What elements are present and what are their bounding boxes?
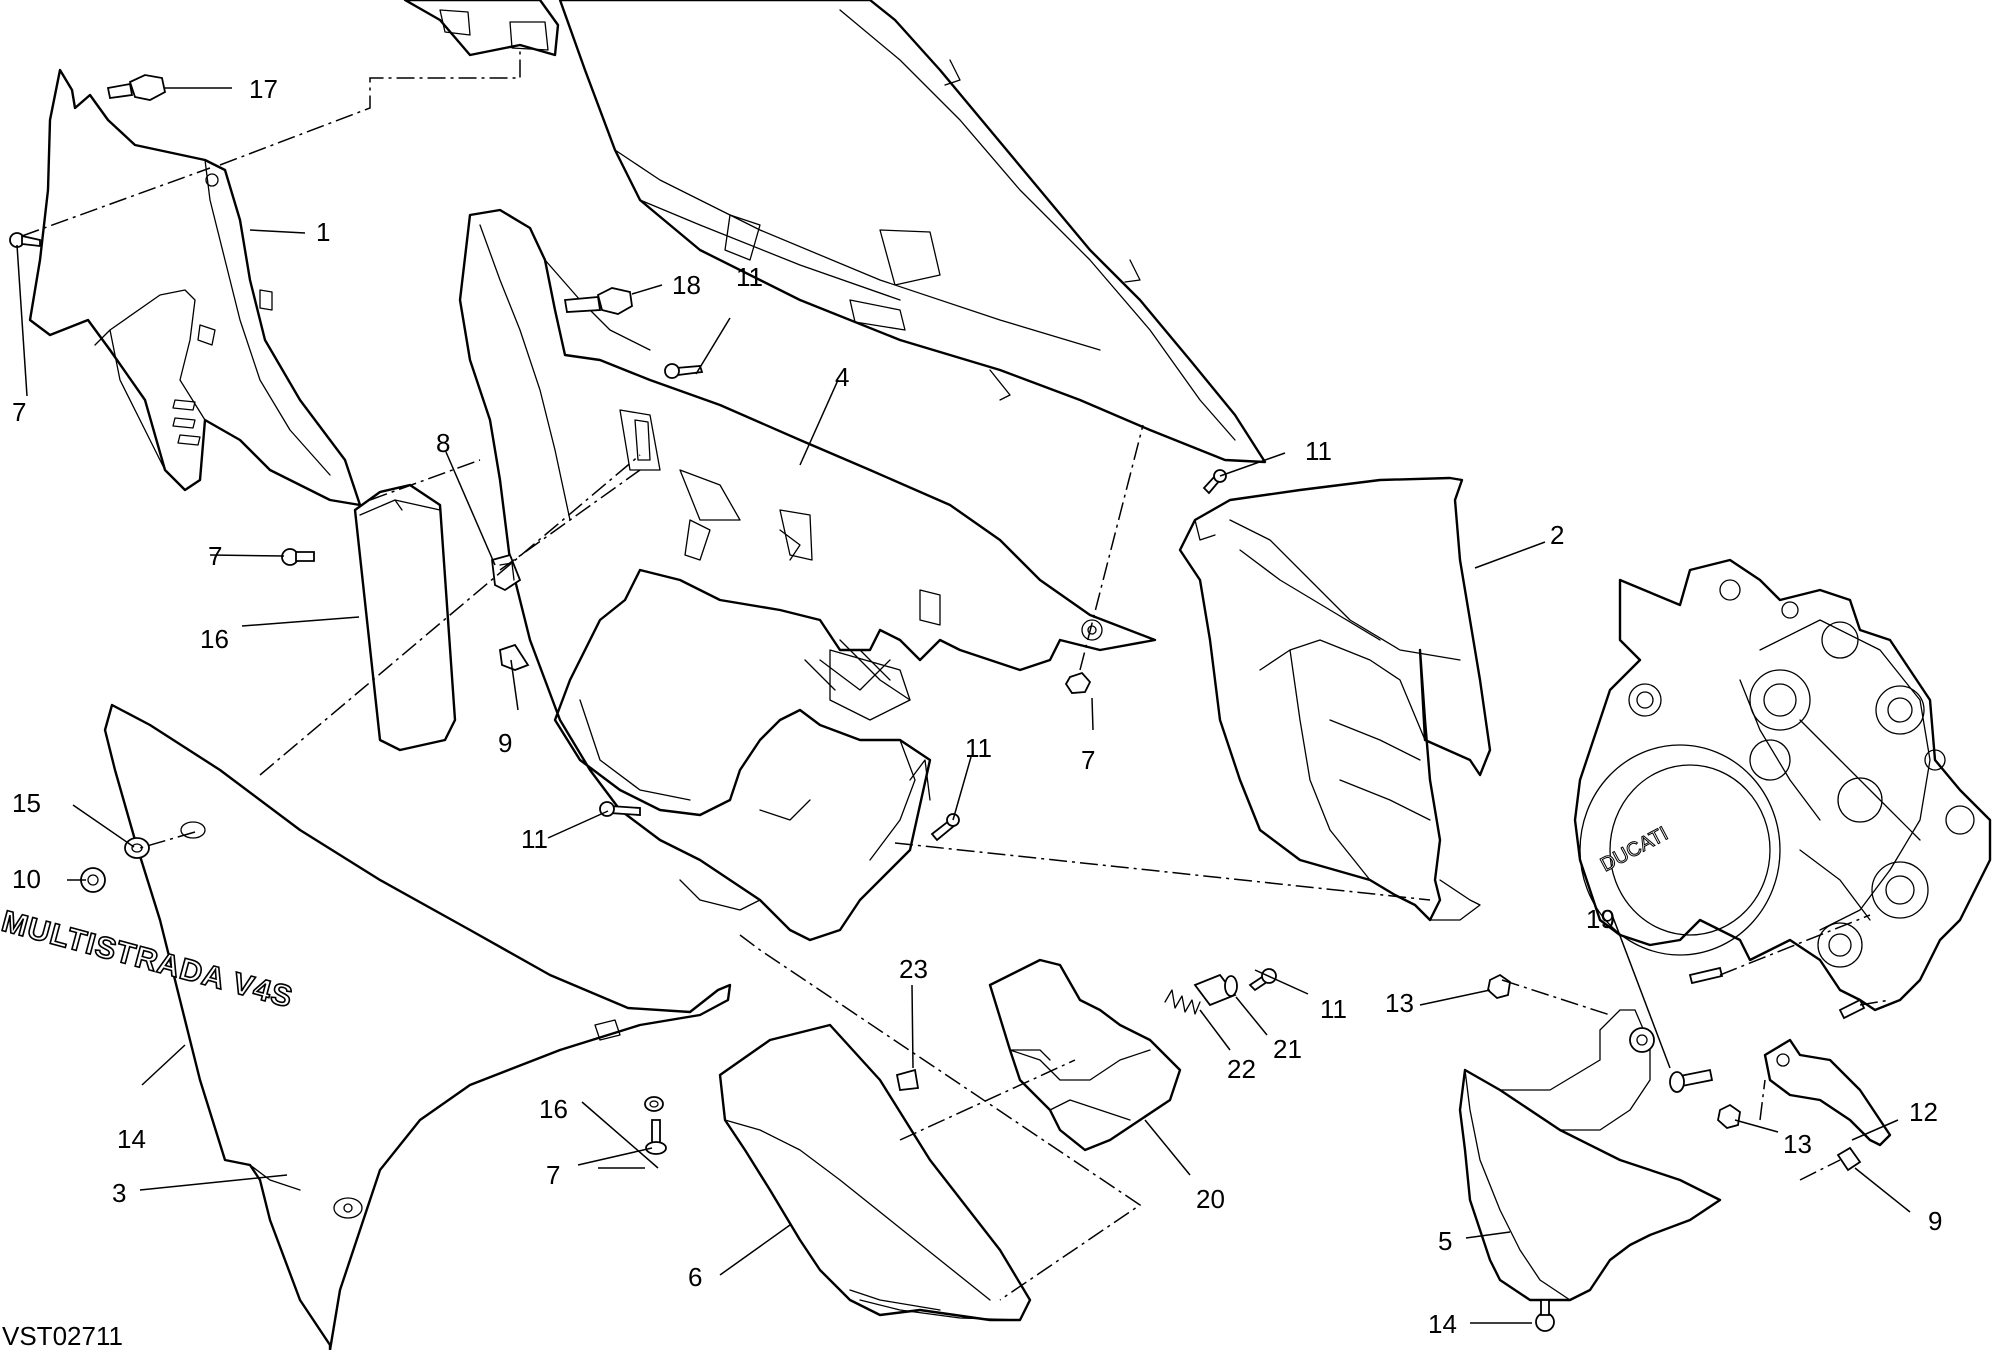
drawing-code: VST02711 (2, 1321, 123, 1350)
callout-9: 9 (1928, 1206, 1942, 1236)
leader-lines (16, 87, 1911, 1324)
callout-8: 8 (436, 428, 450, 458)
callout-7: 7 (208, 541, 222, 571)
callout-16: 16 (539, 1094, 568, 1124)
callout-18: 18 (672, 270, 701, 300)
part-5-lower-right-panel (1458, 1009, 1722, 1302)
callout-3: 3 (112, 1178, 126, 1208)
part-9-clip-left (499, 643, 530, 671)
callout-13: 13 (1783, 1129, 1812, 1159)
callout-10: 10 (12, 864, 41, 894)
callout-11: 11 (736, 262, 763, 292)
hardware (9, 74, 1866, 1332)
part-16-washer-left (124, 837, 150, 859)
callout-14: 14 (1428, 1309, 1457, 1339)
callout-17: 16 (200, 624, 229, 654)
callout-21: 21 (1273, 1034, 1302, 1064)
part-9-clip-right (1836, 1146, 1862, 1172)
callout-7: 7 (546, 1160, 560, 1190)
callout-11: 11 (1305, 436, 1332, 466)
callout-18: 17 (249, 74, 278, 104)
callout-16: 15 (12, 788, 41, 818)
part-8-clip (491, 553, 522, 592)
callout-13: 13 (1385, 988, 1414, 1018)
callout-11: 11 (965, 733, 992, 763)
part-17-trim-strip (353, 483, 457, 752)
part-22-spring (1164, 989, 1201, 1015)
part-18-grommet-top (128, 74, 167, 101)
callout-22: 22 (1227, 1054, 1256, 1084)
part-16-washer-low (644, 1096, 664, 1112)
part-4-inner-panel (458, 208, 1157, 942)
callout-4: 4 (835, 362, 849, 392)
callout-11: 11 (521, 824, 548, 854)
part-13-nut-lower (1717, 1103, 1741, 1129)
engine-clutch-cover: DUCATI (1573, 558, 1992, 1012)
callout-12: 12 (1909, 1097, 1938, 1127)
part-1-upper-cover (28, 68, 362, 507)
callout-2: 2 (1550, 520, 1564, 550)
top-clip-bracket (403, 0, 560, 57)
part-7-nut-centre (1064, 671, 1092, 694)
callout-1: 1 (316, 217, 330, 247)
callout-6: 6 (688, 1262, 702, 1292)
callout-19: 19 (1586, 904, 1615, 934)
part-2-right-cover (1178, 476, 1492, 922)
callout-7: 7 (1081, 745, 1095, 775)
part-23-clip (895, 1068, 920, 1091)
part-20-bracket (988, 958, 1182, 1152)
part-18-grommet-mid (596, 287, 633, 315)
callout-7: 7 (12, 397, 26, 427)
callout-20: 20 (1196, 1184, 1225, 1214)
part-6-lower-deflector (718, 1023, 1032, 1322)
upper-side-fairing (558, 0, 1267, 464)
part-12-bracket (1763, 1038, 1892, 1147)
callout-5: 5 (1438, 1226, 1452, 1256)
callout-11: 11 (1320, 994, 1347, 1024)
part-13-nut-upper (1487, 973, 1511, 999)
callout-9: 9 (498, 728, 512, 758)
callout-23: 23 (899, 954, 928, 984)
callout-labels: 17 1 7 7 8 16 9 15 10 14 3 18 11 4 7 11 … (12, 74, 1942, 1339)
assembly-lines (21, 48, 1891, 1301)
callout-15: 14 (117, 1124, 146, 1154)
